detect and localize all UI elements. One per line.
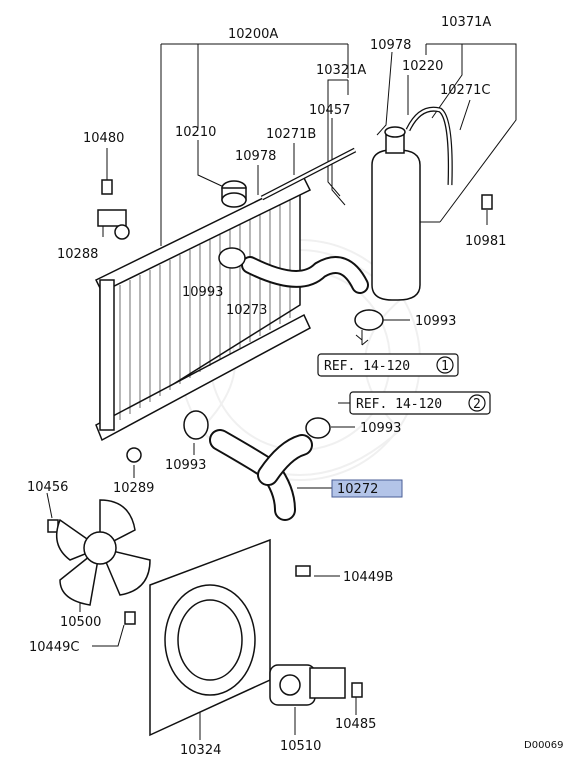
svg-text:REF. 14-120: REF. 14-120	[324, 359, 410, 374]
radiator-cap	[221, 180, 247, 208]
callout-10978: 10978	[370, 38, 411, 53]
callout-10271B: 10271B	[266, 127, 316, 142]
callout-10273: 10273	[226, 303, 267, 318]
callout-10371A: 10371A	[441, 15, 491, 30]
fan-shroud	[149, 538, 271, 737]
bolts	[47, 179, 493, 698]
callout-10449B: 10449B	[343, 570, 393, 585]
fan-motor	[269, 664, 346, 706]
hose-clamps	[183, 247, 384, 440]
reserve-tank	[371, 126, 421, 301]
callout-10456: 10456	[27, 480, 68, 495]
svg-text:REF. 14-120: REF. 14-120	[356, 397, 442, 412]
callout-10321A: 10321A	[316, 63, 366, 78]
svg-text:2: 2	[473, 397, 481, 412]
callout-10210: 10210	[175, 125, 216, 140]
highlight-box-10272	[331, 479, 403, 498]
callout-10449C: 10449C	[29, 640, 79, 655]
callout-10324: 10324	[180, 743, 221, 758]
callout-10485: 10485	[335, 717, 376, 732]
callout-10200A: 10200A	[228, 27, 278, 42]
svg-text:1: 1	[441, 359, 449, 374]
callout-10271C: 10271C	[440, 83, 490, 98]
callout-10993: 10993	[415, 314, 456, 329]
diagram-id: D00069	[524, 740, 564, 751]
radiator	[94, 176, 312, 442]
callout-10457: 10457	[309, 103, 350, 118]
callout-10993: 10993	[165, 458, 206, 473]
callout-10993: 10993	[360, 421, 401, 436]
callout-10978: 10978	[235, 149, 276, 164]
callout-10289: 10289	[113, 481, 154, 496]
reference-box-1: REF. 14-120 1	[317, 353, 459, 377]
callout-10272: 10272	[337, 482, 378, 497]
callout-10480: 10480	[83, 131, 124, 146]
callout-10981: 10981	[465, 234, 506, 249]
reference-box-2: REF. 14-120 2	[349, 391, 491, 415]
part-callouts: 10200A 10210 10978 10271B 10480 10288 10…	[27, 15, 506, 758]
callout-10993: 10993	[182, 285, 223, 300]
callout-10220: 10220	[402, 59, 443, 74]
cooling-fan	[55, 499, 151, 606]
callout-10510: 10510	[280, 739, 321, 754]
leader-lines	[46, 43, 517, 740]
callout-10500: 10500	[60, 615, 101, 630]
callout-10288: 10288	[57, 247, 98, 262]
